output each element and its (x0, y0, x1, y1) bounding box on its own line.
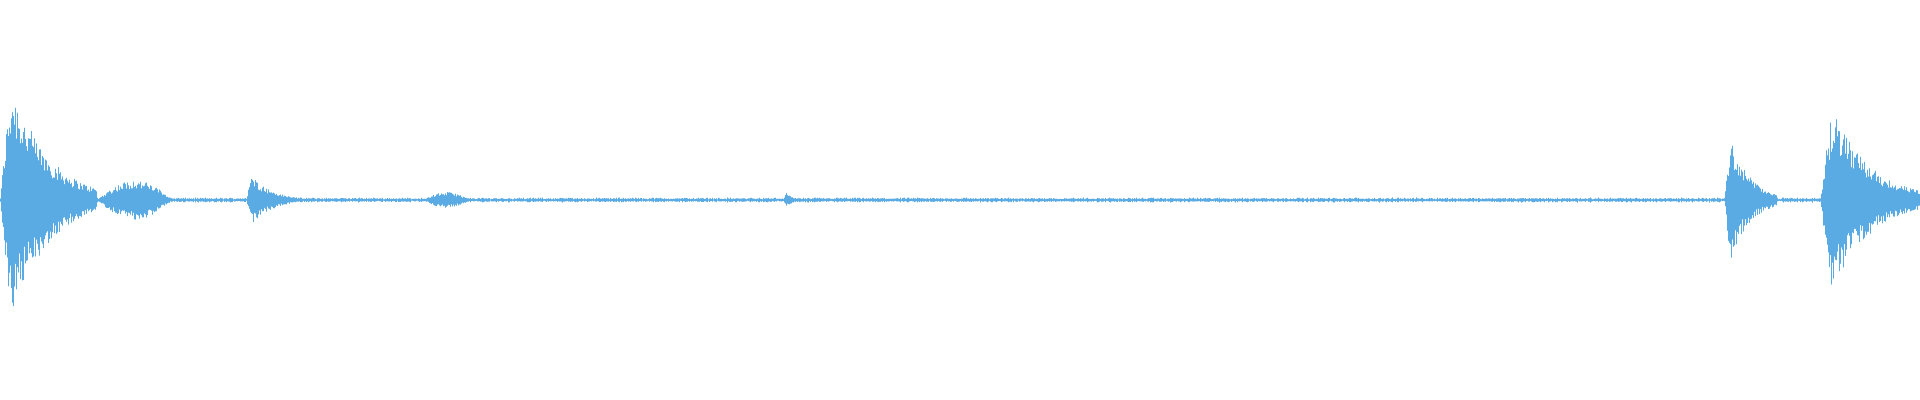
waveform-samples (0, 107, 1920, 307)
waveform-path (0, 107, 1920, 307)
